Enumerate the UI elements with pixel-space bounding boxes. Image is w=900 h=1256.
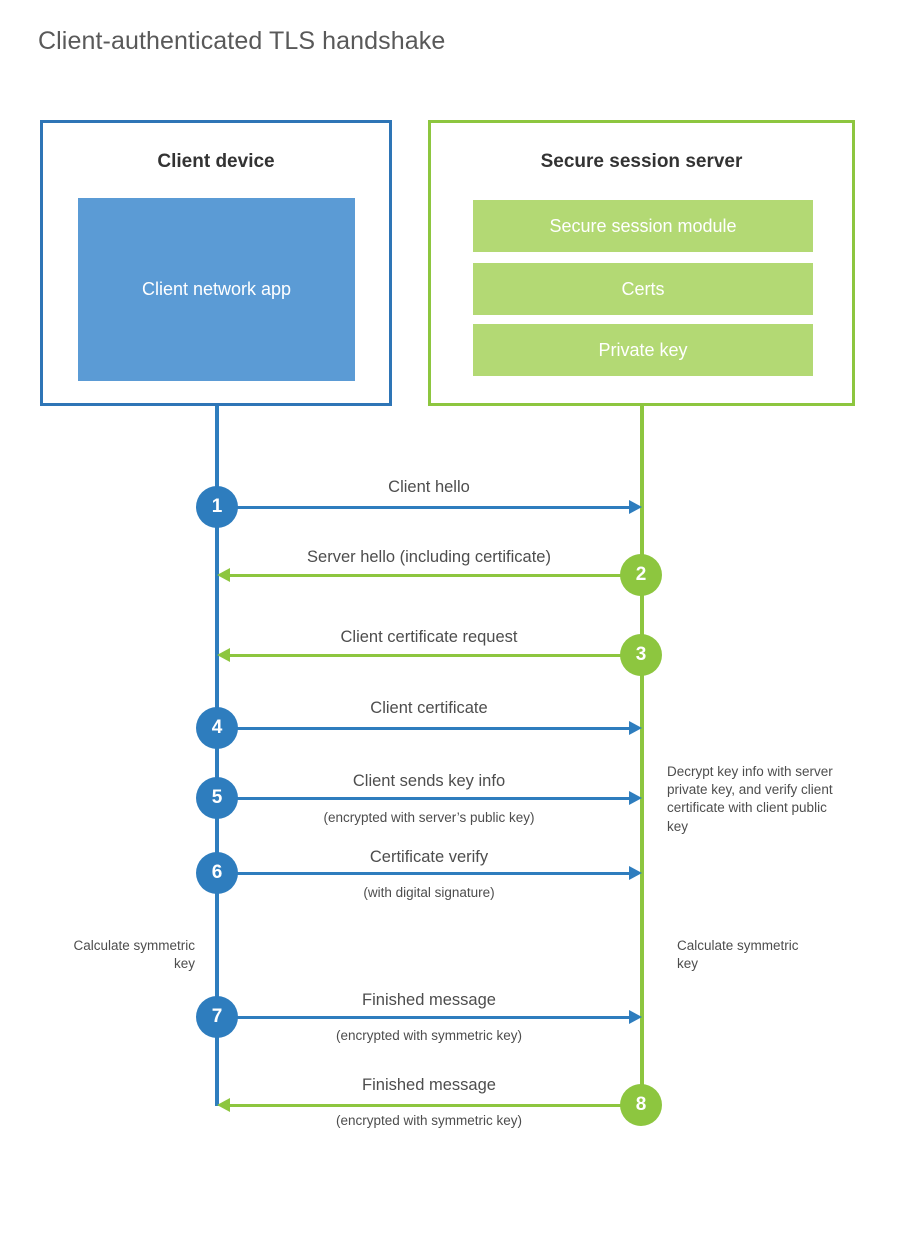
step-circle-2: 2: [620, 554, 662, 596]
step-circle-4: 4: [196, 707, 238, 749]
message-sublabel-6: (with digital signature): [363, 885, 495, 900]
message-sublabel-5: (encrypted with server’s public key): [323, 810, 535, 825]
message-sublabel-7: (encrypted with symmetric key): [335, 1028, 523, 1043]
step-circle-3: 3: [620, 634, 662, 676]
client-device-box: Client device Client network app: [40, 120, 392, 406]
server-component-secure-session-module: Secure session module: [473, 200, 813, 252]
message-label-6: Certificate verify: [369, 848, 489, 866]
step-circle-8: 8: [620, 1084, 662, 1126]
server-lifeline: [640, 406, 644, 1106]
note-server-decrypt: Decrypt key info with server private key…: [667, 764, 833, 834]
message-label-8: Finished message: [362, 1076, 496, 1094]
client-network-app-block: Client network app: [78, 198, 355, 381]
message-label-1: Client hello: [388, 478, 470, 496]
client-device-title: Client device: [157, 151, 275, 172]
server-component-private-key: Private key: [473, 324, 813, 376]
message-label-3: Client certificate request: [340, 628, 518, 646]
message-label-5: Client sends key info: [352, 772, 506, 790]
message-label-4: Client certificate: [370, 699, 488, 717]
step-circle-6: 6: [196, 852, 238, 894]
message-label-2: Server hello (including certificate): [307, 548, 551, 566]
step-circle-1: 1: [196, 486, 238, 528]
note-server-calculate-symmetric-key: Calculate symmetric key: [677, 938, 799, 972]
note-client-calculate-symmetric-key: Calculate symmetric key: [73, 938, 195, 972]
server-component-certs: Certs: [473, 263, 813, 315]
step-circle-7: 7: [196, 996, 238, 1038]
client-lifeline: [215, 406, 219, 1106]
page-title: Client-authenticated TLS handshake: [38, 27, 446, 55]
message-label-7: Finished message: [362, 991, 496, 1009]
message-sublabel-8: (encrypted with symmetric key): [335, 1113, 523, 1128]
secure-session-server-box: Secure session server Secure session mod…: [428, 120, 855, 406]
secure-session-server-title: Secure session server: [540, 151, 743, 172]
step-circle-5: 5: [196, 777, 238, 819]
